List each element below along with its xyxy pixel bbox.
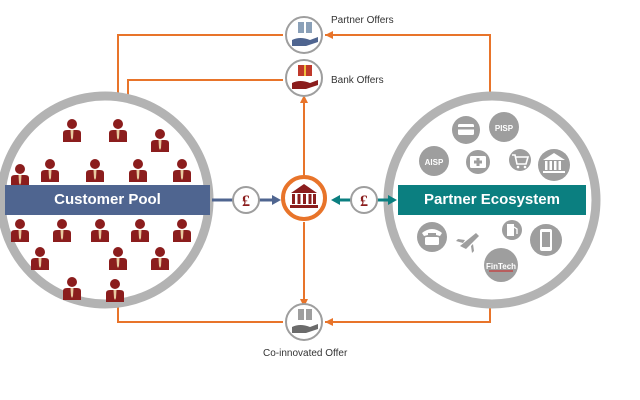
card-icon [452, 116, 480, 144]
arrow-into-partner-offers [325, 31, 333, 39]
customer-person-icon [173, 219, 191, 242]
customer-person-icon [53, 219, 71, 242]
gas-pump-icon [502, 220, 522, 240]
customer-person-icon [131, 219, 149, 242]
telephone-icon [417, 222, 447, 252]
customer-pool-label: Customer Pool [54, 191, 161, 208]
bank-offers-icon [285, 59, 323, 97]
co-innovated-offer-icon [285, 303, 323, 341]
customer-person-icon [63, 119, 81, 142]
partner-ecosystem-label: Partner Ecosystem [424, 191, 560, 208]
bank-offers-label: Bank Offers [331, 75, 384, 86]
bank-building-icon [538, 149, 570, 181]
pisp-icon: PISP [489, 112, 519, 142]
partner-offers-icon [285, 16, 323, 54]
customer-person-icon [41, 159, 59, 182]
aisp-label: AISP [425, 158, 444, 167]
plane-icon [456, 233, 479, 253]
customer-person-icon [109, 119, 127, 142]
arrow-into-co-innovated-right [325, 318, 333, 326]
customer-person-icon [109, 247, 127, 270]
customer-person-icon [63, 277, 81, 300]
bank-hub-icon [281, 175, 327, 221]
partner-offers-line [325, 34, 491, 102]
customer-person-icon [151, 247, 169, 270]
customer-person-icon [173, 159, 191, 182]
medical-icon [466, 150, 490, 174]
customer-person-icon [86, 159, 104, 182]
pisp-label: PISP [495, 124, 514, 133]
currency-icon-right: £ [350, 186, 378, 214]
customer-person-icon [151, 129, 169, 152]
customer-person-icon [11, 219, 29, 242]
partner-offers-to-customer-line [117, 34, 283, 98]
currency-icon-left: £ [232, 186, 260, 214]
fintech-icon: FinTech [484, 248, 518, 282]
partner-ecosystem-band: Partner Ecosystem [398, 185, 586, 215]
co-innovated-to-customer-line [117, 302, 283, 323]
customer-person-icon [106, 279, 124, 302]
customer-person-icon [91, 219, 109, 242]
aisp-icon: AISP [419, 146, 449, 176]
customer-people [11, 119, 191, 302]
fintech-label: FinTech [486, 262, 516, 271]
cart-icon [509, 149, 531, 171]
customer-person-icon [11, 164, 29, 187]
partner-icons: PISP AISP [417, 112, 570, 282]
partner-offers-label: Partner Offers [331, 15, 394, 26]
customer-person-icon [129, 159, 147, 182]
mobile-phone-icon [530, 224, 562, 256]
arrow-into-bank-offers [300, 95, 308, 103]
customer-pool-band: Customer Pool [5, 185, 210, 215]
co-innovated-offer-label: Co-innovated Offer [263, 348, 348, 359]
currency-symbol-right: £ [360, 193, 368, 210]
customer-person-icon [31, 247, 49, 270]
currency-symbol-left: £ [242, 193, 250, 210]
